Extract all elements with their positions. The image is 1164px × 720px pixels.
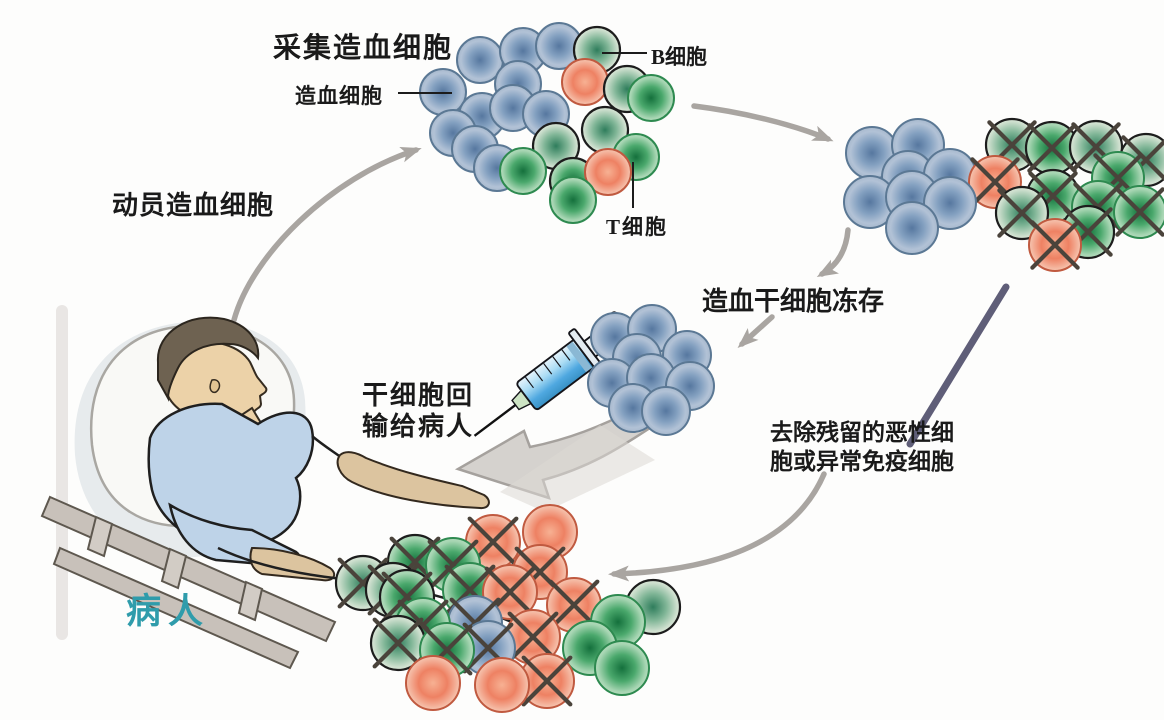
green-immune-cell <box>594 640 650 696</box>
hematopoietic-cell-blue <box>641 386 691 436</box>
patient-belly-outline <box>311 435 343 460</box>
arrow-collect-to-purge <box>691 103 834 142</box>
label-leader-lines <box>398 52 647 208</box>
x-mark-icon <box>507 611 559 663</box>
x-mark-icon <box>997 188 1047 238</box>
red-immune-cell <box>584 148 632 196</box>
cluster-reinfused <box>334 504 682 713</box>
cluster-collected <box>419 22 675 224</box>
step-label-reinfuse-line2: 输给病人 <box>362 411 475 441</box>
x-mark-icon <box>970 157 1020 207</box>
step-label-purge-line2: 胞或异常免疫细胞 <box>770 448 954 474</box>
patient-shirt <box>147 402 315 549</box>
hematopoietic-cell-blue <box>885 201 939 255</box>
step-label-collect: 采集造血细胞 <box>273 33 454 64</box>
x-mark-icon <box>1030 220 1080 270</box>
step-label-mobilize: 动员造血细胞 <box>112 191 275 220</box>
x-mark-icon <box>1115 187 1164 237</box>
arrow-freeze-to-cluster <box>737 314 775 349</box>
x-mark-icon <box>1027 123 1077 173</box>
x-mark-icon <box>462 622 514 674</box>
x-mark-icon <box>372 617 424 669</box>
arrow-purge-to-freeze <box>816 227 851 277</box>
patient-label: 病人 <box>126 592 211 631</box>
purge-pointer-line <box>906 283 1010 448</box>
step-label-freeze: 造血干细胞冻存 <box>702 287 885 316</box>
hematopoietic-cell-blue <box>923 176 977 230</box>
patient-illustration <box>40 316 517 670</box>
x-mark-icon <box>1071 122 1121 172</box>
hospital-bed-rail <box>40 495 337 670</box>
x-mark-icon <box>521 655 573 707</box>
patient-ear <box>209 379 221 394</box>
arrow-mobilize <box>231 147 422 323</box>
step-label-purge: 去除残留的恶性细 胞或异常免疫细胞 <box>770 419 954 477</box>
x-mark-icon <box>548 579 600 631</box>
cluster-purged <box>843 117 1164 272</box>
red-immune-cell <box>561 58 609 106</box>
legend-label-t-cell: T细胞 <box>606 215 669 239</box>
cluster-shadow <box>500 425 655 512</box>
green-immune-cell <box>549 176 597 224</box>
green-immune-cell <box>499 147 547 195</box>
red-immune-cell <box>405 655 461 711</box>
step-label-purge-line1: 去除残留的恶性细 <box>770 420 954 445</box>
step-label-reinfuse: 干细胞回 输给病人 <box>362 381 474 442</box>
patient-hair <box>156 316 260 402</box>
x-mark-icon <box>381 571 433 623</box>
bed-edge-shadow <box>56 305 68 640</box>
red-immune-cell <box>474 657 530 713</box>
step-label-reinfuse-line1: 干细胞回 <box>362 381 475 410</box>
patient-hand-resting <box>249 546 336 582</box>
green-immune-cell <box>627 74 675 122</box>
legend-label-hematopoietic-cell: 造血细胞 <box>295 84 383 108</box>
legend-label-b-cell: B细胞 <box>651 45 708 69</box>
arrow-purge-to-reinfused <box>608 471 827 582</box>
patient-forearm <box>336 451 490 510</box>
cluster-frozen <box>587 304 715 436</box>
x-mark-icon <box>427 539 479 591</box>
